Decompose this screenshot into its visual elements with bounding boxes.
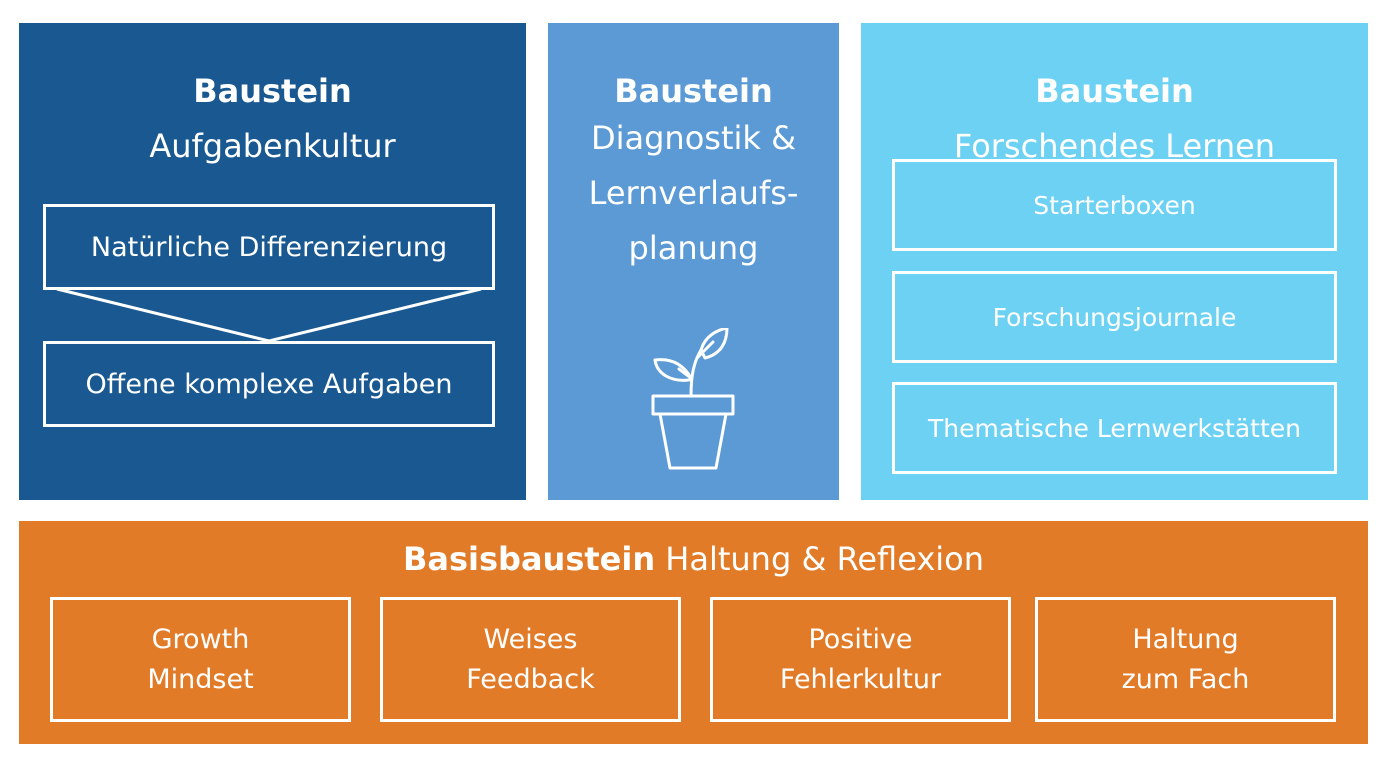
- panel-title: Baustein: [614, 72, 773, 110]
- basisbaustein-panel: Basisbaustein Haltung & Reflexion Growth…: [19, 521, 1368, 744]
- thematische-lernwerkstaetten-box: Thematische Lernwerkstätten: [892, 382, 1337, 474]
- panel-subtitle: Forschendes Lernen: [953, 127, 1276, 165]
- panel-subtitle: Aufgabenkultur: [149, 127, 396, 165]
- base-title-strong: Basisbaustein: [402, 540, 656, 578]
- natuerliche-differenzierung-box: Natürliche Differenzierung: [43, 204, 495, 290]
- forschungsjournale-box: Forschungsjournale: [892, 271, 1337, 363]
- panel-subtitle: Diagnostik & Lernverlaufs- planung: [588, 119, 799, 267]
- starterboxen-box: Starterboxen: [892, 159, 1337, 251]
- panel-title: Baustein: [1035, 72, 1194, 110]
- plant-pot-icon: [651, 328, 735, 470]
- baustein-forschendes-lernen-panel: Baustein Forschendes Lernen Starterboxen…: [861, 23, 1368, 500]
- haltung-zum-fach-box: Haltung zum Fach: [1035, 597, 1336, 722]
- positive-fehlerkultur-box: Positive Fehlerkultur: [710, 597, 1011, 722]
- base-title-rest: Haltung & Reflexion: [655, 540, 985, 578]
- panel-heading: Baustein Aufgabenkultur: [19, 71, 526, 166]
- panel-title: Baustein: [193, 72, 352, 110]
- panel-heading: Baustein Diagnostik & Lernverlaufs- plan…: [548, 71, 839, 276]
- baustein-diagnostik-panel: Baustein Diagnostik & Lernverlaufs- plan…: [548, 23, 839, 500]
- baustein-aufgabenkultur-panel: Baustein Aufgabenkultur Natürliche Diffe…: [19, 23, 526, 500]
- weises-feedback-box: Weises Feedback: [380, 597, 681, 722]
- funnel-arrow-icon: [56, 287, 482, 343]
- growth-mindset-box: Growth Mindset: [50, 597, 351, 722]
- base-title: Basisbaustein Haltung & Reflexion: [19, 539, 1368, 579]
- offene-komplexe-aufgaben-box: Offene komplexe Aufgaben: [43, 341, 495, 427]
- panel-heading: Baustein Forschendes Lernen: [861, 71, 1368, 166]
